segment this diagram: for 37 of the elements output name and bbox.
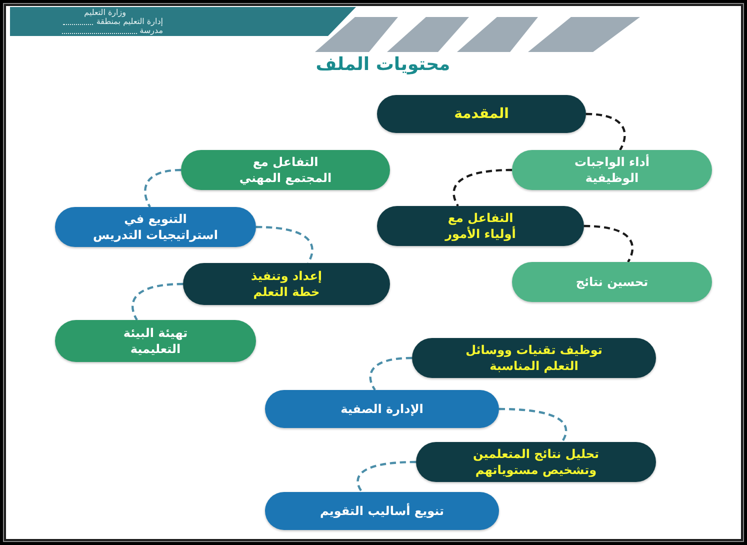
header-text: إدارة التعليم بمنطقة	[96, 17, 163, 26]
header-text: وزارة التعليم	[84, 8, 126, 17]
dashed-connector	[452, 168, 512, 207]
topic-label: المقدمة	[454, 104, 509, 124]
topic-label: تحليل نتائج المتعلمين وتشخيص مستوياتهم	[472, 446, 600, 478]
topic-label: التفاعل مع المجتمع المهني	[238, 154, 333, 186]
dashed-connector	[369, 356, 412, 391]
dashed-connector	[584, 224, 634, 263]
topic-pill	[512, 262, 712, 302]
topic-pill	[416, 442, 656, 482]
topic-label: تهيئة البيئة التعليمية	[122, 324, 189, 358]
topic-label: إعداد وتنفيذ خطة التعلم	[250, 268, 324, 300]
topic-pill	[55, 320, 256, 362]
topic-pill	[181, 150, 390, 190]
topic-label: الإدارة الصفية	[340, 400, 424, 418]
topic-pill	[183, 263, 390, 305]
dashed-connector	[256, 226, 314, 264]
dashed-connector	[144, 168, 182, 208]
topic-pill	[265, 390, 499, 428]
topic-label: تحسين نتائج	[576, 274, 648, 290]
dashed-connector	[132, 282, 184, 321]
topic-pill	[512, 150, 712, 190]
topic-label: التنويع في استراتيجيات التدريس	[92, 210, 219, 244]
topic-pill	[265, 492, 499, 530]
topic-pill	[377, 206, 584, 246]
topic-label: تنويع أساليب التقويم	[320, 502, 444, 520]
dashed-connector	[498, 408, 568, 443]
header-text: مدرسة	[140, 26, 163, 35]
page-title: محتويات الملف	[314, 53, 452, 77]
topic-pill	[412, 338, 656, 378]
topic-label: توظيف تقنيات ووسائل التعلم المناسبة	[464, 342, 604, 374]
dashed-connector	[586, 112, 626, 151]
topic-pill	[377, 95, 586, 133]
topic-label: التفاعل مع أولياء الأمور	[444, 210, 517, 242]
dashed-connector	[356, 460, 416, 493]
topic-pill	[55, 207, 256, 247]
topic-label: أداء الواجبات الوظيفية	[573, 154, 651, 186]
